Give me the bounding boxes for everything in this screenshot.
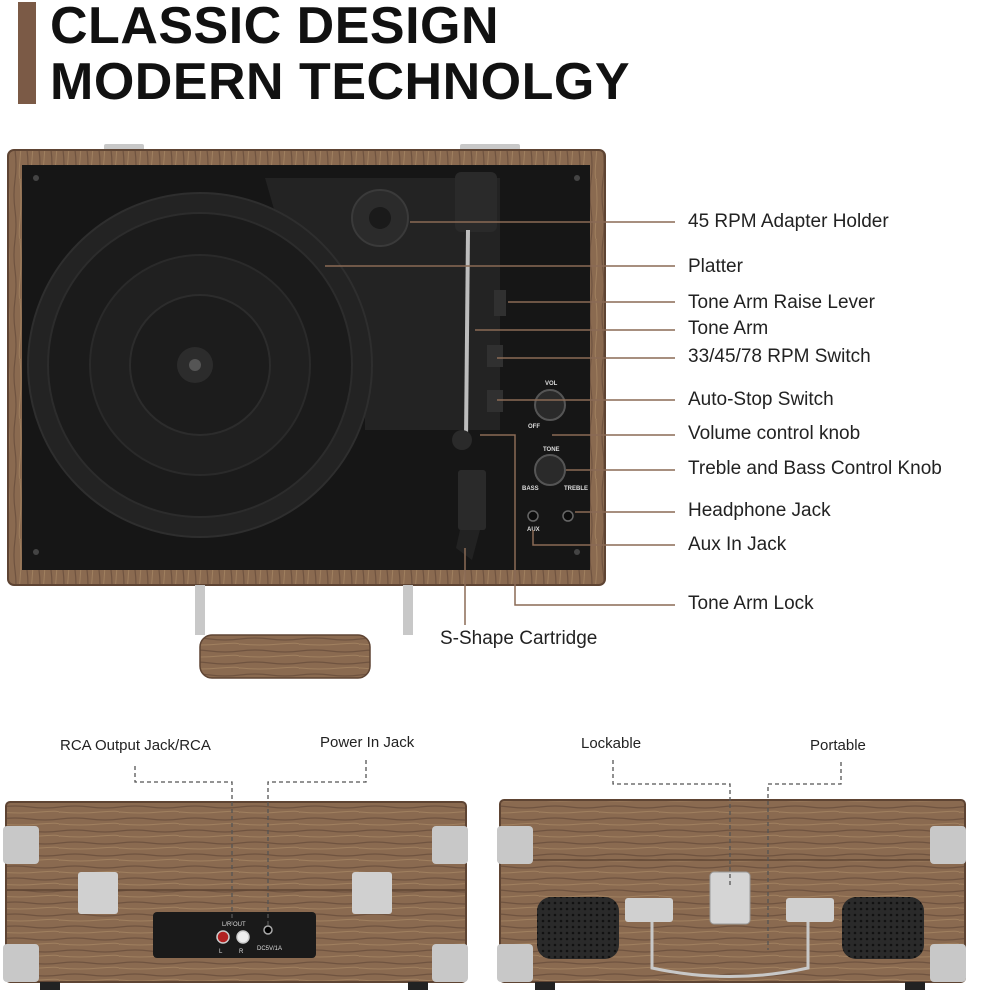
callout-rca-output-jack: RCA Output Jack/RCA xyxy=(60,737,211,754)
callout-tone-arm: Tone Arm xyxy=(688,318,769,339)
tone-marking: TONE xyxy=(543,447,560,453)
callout-tone-arm-raise-lever: Tone Arm Raise Lever xyxy=(688,292,875,313)
off-marking: OFF xyxy=(528,424,540,430)
turntable-front-view xyxy=(497,799,966,990)
callout-s-shape-cartridge: S-Shape Cartridge xyxy=(440,628,598,649)
treble-marking: TREBLE xyxy=(564,486,588,492)
callout-power-in-jack: Power In Jack xyxy=(320,734,415,751)
vol-marking: VOL xyxy=(545,381,558,387)
callout-headphone-jack: Headphone Jack xyxy=(688,500,831,521)
callout-treble-bass-knob: Treble and Bass Control Knob xyxy=(688,458,942,479)
callout-auto-stop-switch: Auto-Stop Switch xyxy=(688,389,834,410)
headline-line-1: CLASSIC DESIGN xyxy=(50,0,500,55)
callout-platter: Platter xyxy=(688,256,743,277)
turntable-back-view xyxy=(3,801,468,990)
dc-marking: DC5V/1A xyxy=(257,946,282,952)
turntable-top-view xyxy=(7,144,606,679)
callout-lockable: Lockable xyxy=(581,735,642,752)
lr-out-marking: L/R OUT xyxy=(222,922,246,928)
leader-lines-back xyxy=(134,760,367,925)
leader-lines-top xyxy=(325,221,675,625)
accent-bar xyxy=(18,2,36,104)
callout-tone-arm-lock: Tone Arm Lock xyxy=(688,593,814,614)
bass-marking: BASS xyxy=(522,486,539,492)
callout-aux-in-jack: Aux In Jack xyxy=(688,534,787,555)
l-marking: L xyxy=(219,949,223,955)
leader-lines-front xyxy=(612,760,842,950)
callout-volume-control-knob: Volume control knob xyxy=(688,423,861,444)
callout-45-rpm-adapter-holder: 45 RPM Adapter Holder xyxy=(688,211,889,232)
callout-rpm-switch: 33/45/78 RPM Switch xyxy=(688,346,871,367)
callout-portable: Portable xyxy=(810,737,866,754)
r-marking: R xyxy=(239,949,244,955)
headline-line-2: MODERN TECHNOLGY xyxy=(50,53,630,111)
